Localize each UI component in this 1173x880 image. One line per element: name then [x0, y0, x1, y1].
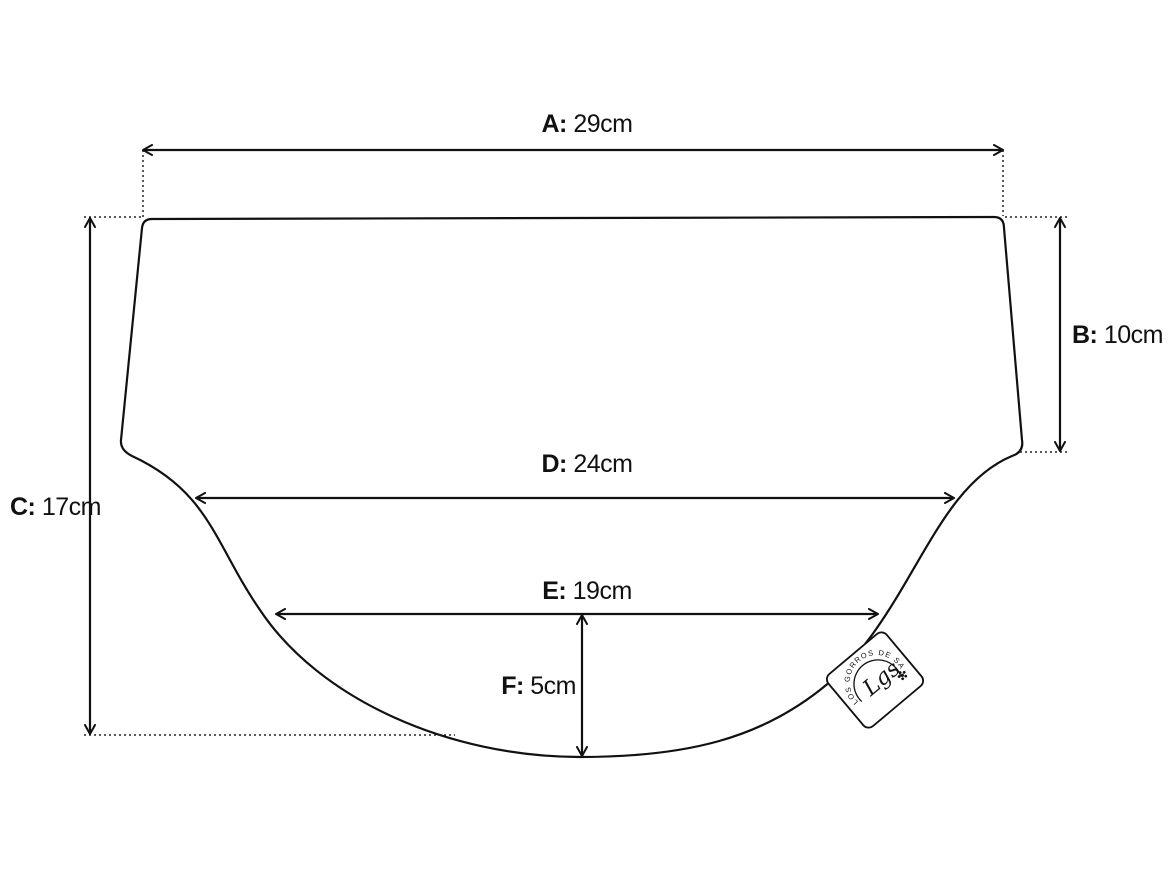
label-a: A: 29cm — [542, 110, 633, 138]
flower-icon — [897, 670, 908, 681]
label-b: B: 10cm — [1072, 321, 1163, 349]
tag-arc — [853, 659, 902, 703]
label-f: F: 5cm — [501, 672, 576, 700]
tag-body — [825, 631, 925, 729]
guide-lines — [84, 150, 1070, 736]
dimension-arrows — [84, 144, 1066, 757]
label-c: C: 17cm — [10, 493, 101, 521]
label-e: E: 19cm — [542, 577, 632, 605]
label-d: D: 24cm — [542, 450, 633, 478]
brand-tag: LOS GORROS DE SARA Lgs — [825, 631, 925, 729]
